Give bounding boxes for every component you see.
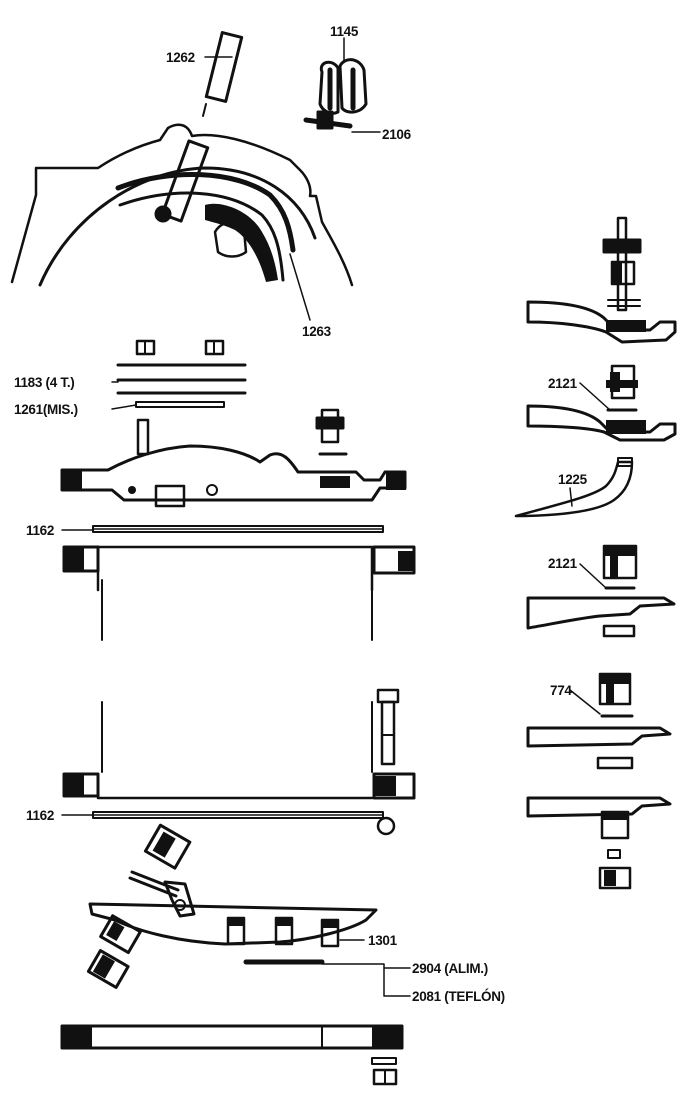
label-1263: 1263	[302, 324, 332, 339]
label-1225: 1225	[558, 472, 588, 487]
gasket-1261	[135, 401, 225, 408]
leader-lines	[61, 37, 611, 997]
stud	[136, 418, 150, 456]
part-labels: 1145 1262 2106 1263 1183 (4 T.) 1261(MIS…	[14, 24, 588, 1004]
knob-1145	[303, 58, 368, 130]
label-2121-b: 2121	[548, 556, 578, 571]
valve-stem	[315, 408, 348, 456]
valve-detail-2	[526, 364, 677, 442]
housing-outline	[10, 123, 354, 287]
lid-plate	[60, 444, 407, 502]
rod-1162-bottom	[92, 811, 396, 836]
inner-arc-1263	[115, 171, 296, 253]
label-1162-top: 1162	[26, 523, 54, 538]
plate-boss	[154, 484, 186, 508]
label-1162-bottom: 1162	[26, 808, 54, 823]
label-2121-a: 2121	[548, 376, 578, 391]
elbow-1225	[514, 457, 634, 518]
housing-top-assembly	[10, 31, 368, 287]
valve-detail-4	[526, 672, 672, 770]
pin-1262	[154, 31, 244, 223]
rod-1162-top	[92, 525, 384, 533]
cylinder-lower	[62, 688, 416, 800]
valve-detail-1	[526, 216, 677, 344]
bracket	[163, 880, 196, 918]
label-2904: 2904 (ALIM.)	[412, 961, 488, 976]
label-1183: 1183 (4 T.)	[14, 375, 75, 390]
label-1261: 1261(MIS.)	[14, 402, 78, 417]
top-plate-assembly	[60, 339, 407, 508]
cylinder-upper	[62, 545, 416, 641]
label-774: 774	[550, 683, 572, 698]
label-1145: 1145	[330, 24, 359, 39]
inner-arc-1263b	[118, 191, 285, 282]
label-1301: 1301	[368, 933, 398, 948]
valve-detail-5	[526, 796, 672, 890]
cam-shape	[213, 221, 248, 258]
label-2081: 2081 (TEFLÓN)	[412, 989, 505, 1004]
label-2106: 2106	[382, 127, 412, 142]
bottom-plate-assembly	[86, 823, 378, 989]
bolt	[376, 688, 400, 704]
label-1262: 1262	[166, 50, 195, 65]
valve-detail-3	[526, 544, 676, 638]
inner-arc-outer	[38, 166, 317, 287]
base-ring	[60, 1024, 404, 1086]
